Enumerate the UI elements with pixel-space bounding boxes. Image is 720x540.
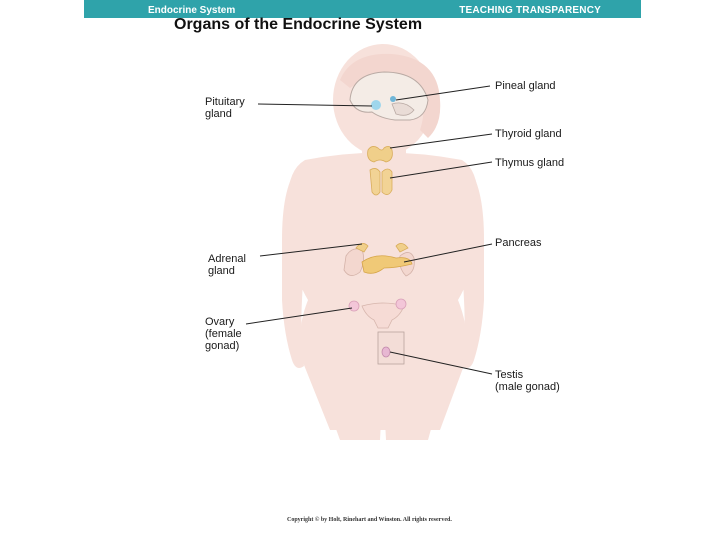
ovary-right [395, 298, 407, 310]
page-title: Organs of the Endocrine System [174, 16, 423, 33]
testis-leader [389, 351, 493, 375]
brain [349, 71, 429, 121]
label-thymus: Thymus gland [495, 157, 565, 169]
pineal-leader [395, 85, 491, 101]
testis [381, 346, 391, 358]
testis-inset-box [377, 331, 405, 365]
thymus-gland [369, 168, 393, 196]
leader-lines [245, 85, 493, 375]
label-thyroid: Thyroid gland [495, 128, 562, 140]
label-adrenal: Adrenal gland [208, 253, 246, 277]
body-silhouette [282, 44, 484, 440]
label-ovary: Ovary (female gonad) [205, 316, 242, 352]
label-testis: Testis (male gonad) [495, 369, 560, 393]
header-bar: Endocrine System TEACHING TRANSPARENCY [84, 0, 641, 18]
label-pineal: Pineal gland [495, 80, 556, 92]
pancreas-leader [403, 243, 493, 263]
uterus [361, 302, 405, 329]
header-section: Endocrine System [148, 5, 236, 16]
pancreas [361, 255, 413, 274]
label-pituitary: Pituitary gland [205, 96, 245, 120]
adrenal-leader [259, 243, 363, 257]
thyroid-gland [367, 146, 393, 163]
header-tag: TEACHING TRANSPARENCY [459, 5, 601, 16]
pituitary-gland [371, 100, 381, 110]
label-pancreas: Pancreas [495, 237, 542, 249]
thymus-leader [389, 161, 493, 179]
copyright-footer: Copyright © by Holt, Rinehart and Winsto… [287, 517, 452, 523]
ovary-leader [245, 307, 353, 325]
ovary-left [348, 300, 360, 312]
thyroid-leader [389, 133, 493, 149]
pituitary-leader [257, 103, 373, 107]
adrenal-gland [355, 243, 409, 253]
pineal-gland [390, 96, 396, 102]
